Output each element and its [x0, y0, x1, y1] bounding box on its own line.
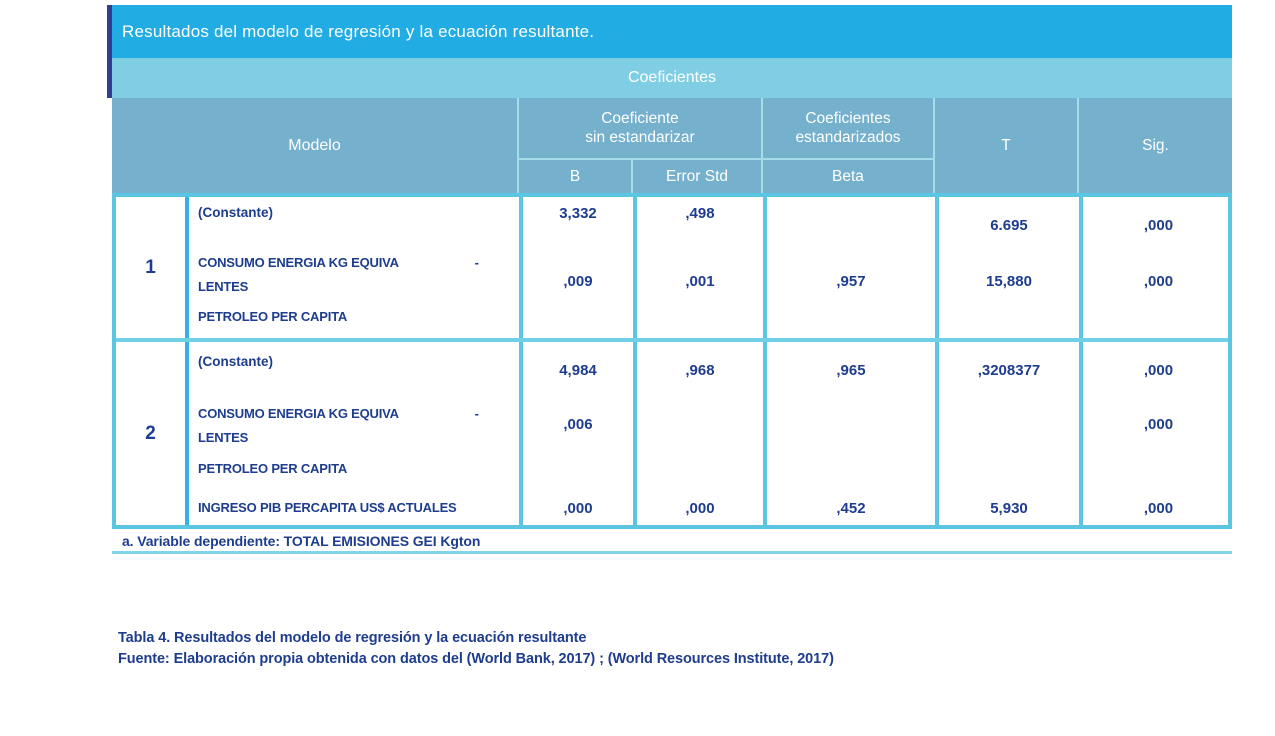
header-t: T	[933, 98, 1077, 193]
model-1-row: 1 (Constante) CONSUMO ENERGIA KG EQUIVA …	[116, 197, 1228, 338]
banner-left-accent	[107, 5, 112, 98]
m2-col-t: ,3208377 5,930	[939, 342, 1083, 525]
m2-label-lentes: LENTES	[198, 430, 249, 445]
m1-label-petroleo: PETROLEO PER CAPITA	[198, 309, 348, 324]
m1-col-beta: ,957	[767, 197, 939, 338]
m2-label-consumo: CONSUMO ENERGIA KG EQUIVA	[198, 406, 399, 421]
m2-sig-ingreso: ,000	[1143, 500, 1174, 517]
model-2-row: 2 (Constante) CONSUMO ENERGIA KG EQUIVA …	[116, 338, 1228, 525]
m1-b-consumo: ,009	[563, 273, 593, 290]
m1-col-error: ,498 ,001	[637, 197, 767, 338]
caption-line-1: Tabla 4. Resultados del modelo de regres…	[118, 630, 587, 646]
m2-col-error: ,968 ,000	[637, 342, 767, 525]
m2-col-sig: ,000 ,000 ,000	[1083, 342, 1234, 525]
model-2-number-cell: 2	[116, 342, 189, 525]
model-1-number: 1	[145, 256, 156, 278]
m2-sig-consumo: ,000	[1143, 416, 1174, 433]
m2-b-consumo: ,006	[563, 416, 593, 433]
m1-col-sig: ,000 ,000	[1083, 197, 1234, 338]
header-error-std: Error Std	[631, 158, 761, 193]
m1-col-t: 6.695 15,880	[939, 197, 1083, 338]
m1-t-consumo: 15,880	[986, 273, 1032, 290]
regression-table: Resultados del modelo de regresión y la …	[107, 5, 1232, 554]
m1-beta-consumo: ,957	[836, 273, 866, 290]
header-beta: Beta	[761, 158, 933, 193]
m2-error-constante: ,968	[685, 362, 715, 379]
header-b: B	[517, 158, 631, 193]
dependent-variable-footnote: a. Variable dependiente: TOTAL EMISIONES…	[112, 529, 1232, 554]
m1-label-constante: (Constante)	[198, 205, 273, 220]
m2-label-hyphen: -	[474, 406, 479, 421]
m2-b-ingreso: ,000	[563, 500, 593, 517]
coeficientes-label: Coeficientes	[627, 69, 717, 86]
m1-label-consumo: CONSUMO ENERGIA KG EQUIVA	[198, 255, 399, 270]
header-standardized-group: Coeficientes estandarizados	[761, 98, 933, 158]
coeficientes-bar: Coeficientes	[112, 58, 1232, 98]
m2-b-constante: 4,984	[559, 362, 597, 379]
m1-label-hyphen: -	[474, 255, 479, 270]
model-2-variables-cell: (Constante) CONSUMO ENERGIA KG EQUIVA - …	[189, 342, 523, 525]
m2-col-beta: ,965 ,452	[767, 342, 939, 525]
m1-error-constante: ,498	[685, 205, 715, 222]
model-2-number: 2	[145, 422, 156, 444]
m2-sig-constante: ,000	[1143, 362, 1174, 379]
m2-beta-constante: ,965	[836, 362, 866, 379]
model-1-variables-cell: (Constante) CONSUMO ENERGIA KG EQUIVA - …	[189, 197, 523, 338]
m1-error-consumo: ,001	[685, 273, 715, 290]
m1-t-constante: 6.695	[990, 217, 1028, 234]
header-sig: Sig.	[1077, 98, 1232, 193]
m1-sig-constante: ,000	[1143, 217, 1174, 234]
table-caption: Tabla 4. Resultados del modelo de regres…	[118, 628, 834, 670]
m2-t-constante: ,3208377	[977, 362, 1041, 379]
m2-error-ingreso: ,000	[685, 500, 715, 517]
m2-label-constante: (Constante)	[198, 354, 273, 369]
m1-sig-consumo: ,000	[1143, 273, 1174, 290]
m1-label-lentes: LENTES	[198, 279, 249, 294]
m2-label-ingreso: INGRESO PIB PERCAPITA US$ ACTUALES	[198, 500, 457, 515]
m2-t-ingreso: 5,930	[990, 500, 1028, 517]
table-title-bar: Resultados del modelo de regresión y la …	[112, 5, 1232, 58]
m1-b-constante: 3,332	[559, 205, 597, 222]
header-unstandardized-group: Coeficiente sin estandarizar	[517, 98, 761, 158]
table-body: 1 (Constante) CONSUMO ENERGIA KG EQUIVA …	[112, 193, 1232, 529]
m1-col-b: 3,332 ,009	[523, 197, 637, 338]
column-header-row: Modelo Coeficiente sin estandarizar Coef…	[112, 98, 1232, 193]
m2-label-petroleo: PETROLEO PER CAPITA	[198, 461, 348, 476]
caption-line-2: Fuente: Elaboración propia obtenida con …	[118, 651, 834, 667]
m2-beta-ingreso: ,452	[836, 500, 866, 517]
m2-col-b: 4,984 ,006 ,000	[523, 342, 637, 525]
model-1-number-cell: 1	[116, 197, 189, 338]
table-title: Resultados del modelo de regresión y la …	[122, 21, 595, 41]
header-modelo: Modelo	[288, 137, 341, 154]
